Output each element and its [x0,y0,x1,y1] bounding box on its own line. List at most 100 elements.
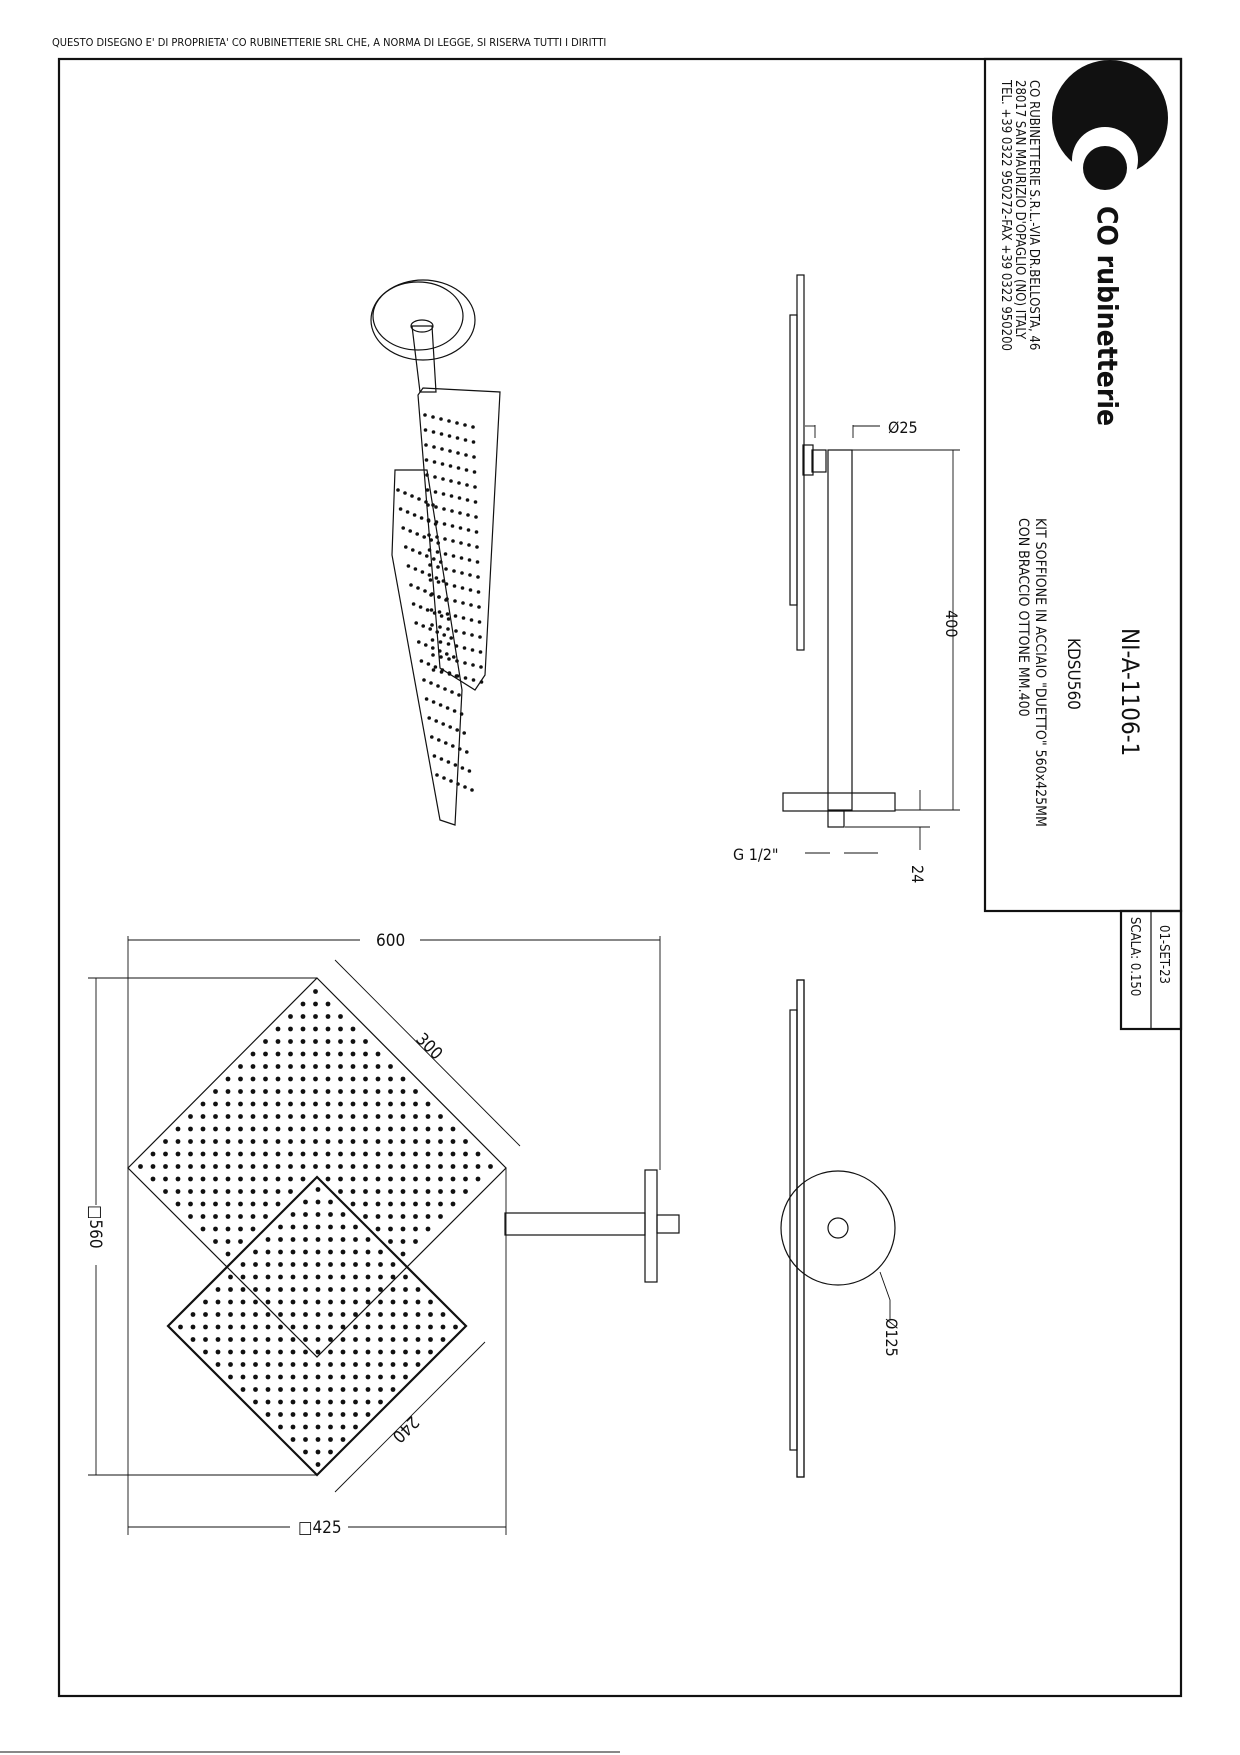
nozzle-dot [315,1374,321,1380]
nozzle-dot [275,1189,281,1194]
nozzle-dot [400,1089,406,1094]
nozzle-dot [375,1101,381,1107]
nozzle-dot [458,747,462,751]
nozzle-dot [430,623,434,627]
nozzle-dot [338,1076,343,1082]
dim-large-head-side: 300 [411,1029,446,1064]
nozzle-dot [413,1201,418,1207]
nozzle-dot [178,1324,183,1330]
nozzle-dot [338,1189,343,1194]
nozzle-dot [338,1064,343,1069]
nozzle-dot [340,1337,346,1342]
nozzle-dot [461,601,465,605]
nozzle-dot [390,1299,396,1305]
nozzle-dot [422,678,426,682]
nozzle-dot [396,488,400,492]
nozzle-dot [425,1214,431,1219]
nozzle-dot [455,421,459,425]
nozzle-dot [448,464,453,468]
nozzle-dot [363,1064,368,1069]
nozzle-dot [400,1126,406,1132]
nozzle-dot [442,507,446,511]
nozzle-dot [338,1089,343,1094]
nozzle-dot [363,1076,368,1082]
nozzle-dot [365,1412,371,1417]
nozzle-dot [240,1262,246,1267]
nozzle-dot [413,1101,418,1107]
nozzle-dot [250,1151,256,1157]
nozzle-dot [313,1151,318,1157]
nozzle-dot [288,1151,293,1157]
nozzle-dot [439,757,444,761]
nozzle-dot [450,1126,456,1132]
nozzle-dot [188,1139,193,1144]
nozzle-dot [203,1324,208,1330]
nozzle-dot [425,1139,431,1144]
nozzle-dot [475,560,480,564]
nozzle-dot [263,1189,268,1194]
nozzle-dot [433,475,437,479]
nozzle-dot [288,1189,293,1194]
nozzle-dot [300,1076,306,1082]
nozzle-dot [353,1287,358,1292]
nozzle-dot [350,1101,356,1107]
nozzle-dot [378,1337,383,1342]
nozzle-dot [325,1164,331,1169]
nozzle-dot [263,1051,268,1057]
nozzle-dot [390,1262,396,1267]
nozzle-dot [388,1076,393,1082]
nozzle-dot [378,1274,383,1280]
nozzle-dot [449,779,453,783]
nozzle-dot [300,1139,306,1144]
nozzle-dot [388,1089,393,1094]
nozzle-dot [275,1151,281,1157]
nozzle-dot [475,1151,481,1157]
nozzle-dot [471,440,476,444]
front-view: 600 □560 300 240 □425 [85,931,680,1538]
nozzle-dot [213,1189,218,1194]
nozzle-dot [466,513,470,517]
nozzle-dot [363,1139,368,1144]
nozzle-dot [450,1189,456,1194]
nozzle-dot [428,1337,433,1342]
nozzle-dot [416,586,420,590]
nozzle-dot [213,1089,218,1094]
nozzle-dot [390,1349,396,1355]
nozzle-dot [403,1287,408,1292]
nozzle-dot [429,608,434,612]
nozzle-dot [415,1312,421,1317]
nozzle-dot [290,1237,296,1242]
nozzle-dot [278,1387,283,1392]
nozzle-dot [350,1076,356,1082]
nozzle-dot [213,1151,218,1157]
nozzle-dot [313,1039,318,1044]
nozzle-dot [265,1337,271,1342]
isometric-view [370,279,501,826]
nozzle-dot [439,432,444,436]
nozzle-dot [428,1299,433,1305]
nozzle-dot [375,1214,381,1219]
nozzle-dot [340,1249,346,1255]
nozzle-dot [378,1387,383,1392]
nozzle-dot [477,620,482,624]
nozzle-dot [303,1374,308,1380]
nozzle-dot [328,1374,333,1380]
nozzle-dot [363,1164,368,1169]
nozzle-dot [403,1299,408,1305]
nozzle-dot [188,1214,193,1219]
nozzle-dot [303,1324,308,1330]
nozzle-dot [240,1274,246,1280]
nozzle-dot [290,1437,296,1442]
nozzle-dot [303,1274,308,1280]
nozzle-dot [265,1287,271,1292]
nozzle-dot [353,1374,358,1380]
nozzle-dot [474,530,479,534]
nozzle-dot [438,1126,443,1132]
nozzle-dot [228,1374,233,1380]
nozzle-dot [300,1014,306,1019]
nozzle-dot [328,1237,333,1242]
nozzle-dot [288,1164,293,1169]
nozzle-dot [340,1262,346,1267]
nozzle-dot [150,1164,156,1169]
nozzle-dot [340,1299,346,1305]
